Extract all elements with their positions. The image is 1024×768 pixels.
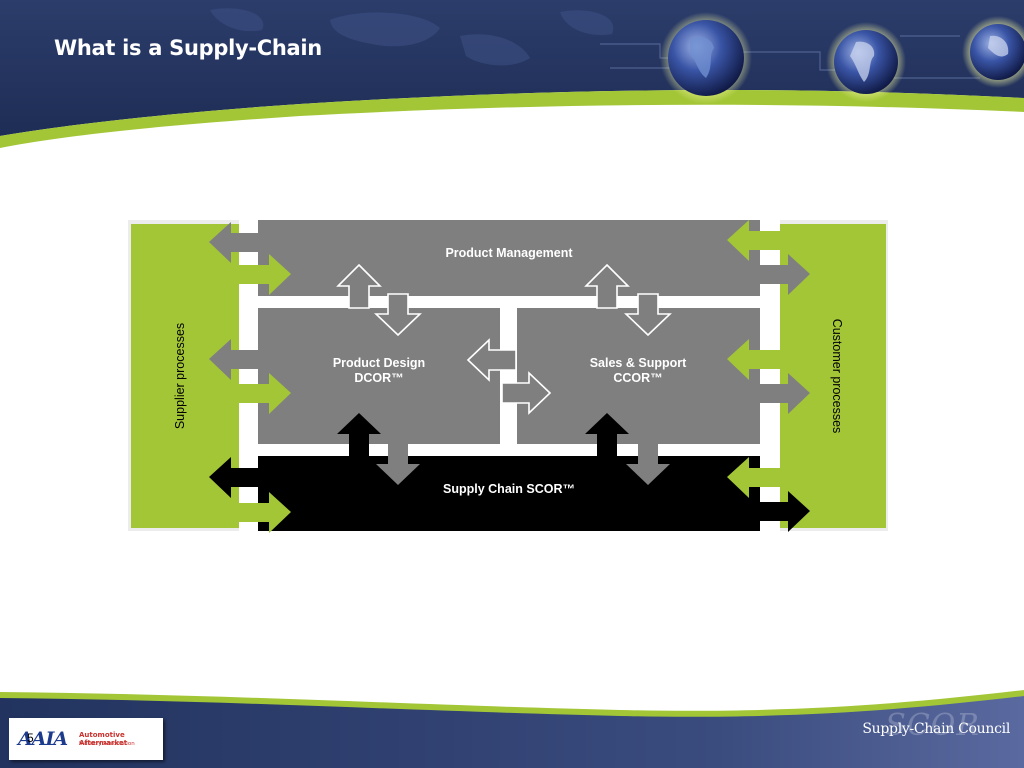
scor-watermark: SCOR [885,708,980,743]
aaia-name-line1: Automotive Aftermarket [79,731,128,747]
left-arrow-icon [209,457,258,498]
supplier-arrows [209,222,291,533]
down-arrow-icon [626,444,670,485]
left-arrow-icon [727,220,786,261]
page-number: 5 [27,731,34,745]
dcor-label: DCOR™ [354,371,403,385]
left-arrow-icon [727,457,786,498]
supplier-processes-label: Supplier processes [173,323,187,429]
globe-icon [826,22,906,102]
supply-chain-council-wordmark: Supply-Chain Council [862,721,1010,737]
down-arrow-icon [374,293,422,337]
right-arrow-icon [232,254,291,295]
left-arrow-icon [209,222,258,263]
aaia-mark: AAIA [18,728,68,750]
slide-title: What is a Supply-Chain [54,36,322,60]
up-arrow-icon [337,413,381,458]
customer-processes-label: Customer processes [830,319,844,434]
right-arrow-icon [760,373,810,414]
right-arrow-icon [760,491,810,532]
aaia-name-line2: Industry Association [79,741,135,747]
sales-support-label: Sales & Support [590,356,687,370]
left-arrow-icon [727,339,786,380]
supply-chain-box [258,456,760,531]
customer-arrows [727,220,810,532]
product-design-label: Product Design [333,356,425,370]
supply-chain-label: Supply Chain SCOR™ [443,482,575,496]
footer-banner [0,690,1024,768]
sales-support-box [517,308,760,444]
up-arrow-icon [585,413,629,458]
right-arrow-icon [501,371,552,415]
product-design-box [258,308,500,444]
down-arrow-icon [376,444,420,485]
right-arrow-icon [232,492,291,533]
ccor-label: CCOR™ [613,371,662,385]
right-arrow-icon [232,373,291,414]
aaia-logo: AAIA Automotive Aftermarket Industry Ass… [9,718,163,760]
product-management-label: Product Management [445,246,573,260]
header-banner [0,0,1024,148]
up-arrow-icon [584,263,630,309]
globe-icon [660,12,752,104]
left-arrow-icon [209,339,258,380]
supply-chain-council-logo: SCOR Supply-Chain Council [850,708,1010,758]
down-arrow-icon [624,293,672,337]
left-arrow-icon [466,338,517,382]
globe-icon [962,16,1024,88]
up-arrow-icon [336,263,382,309]
right-arrow-icon [760,254,810,295]
